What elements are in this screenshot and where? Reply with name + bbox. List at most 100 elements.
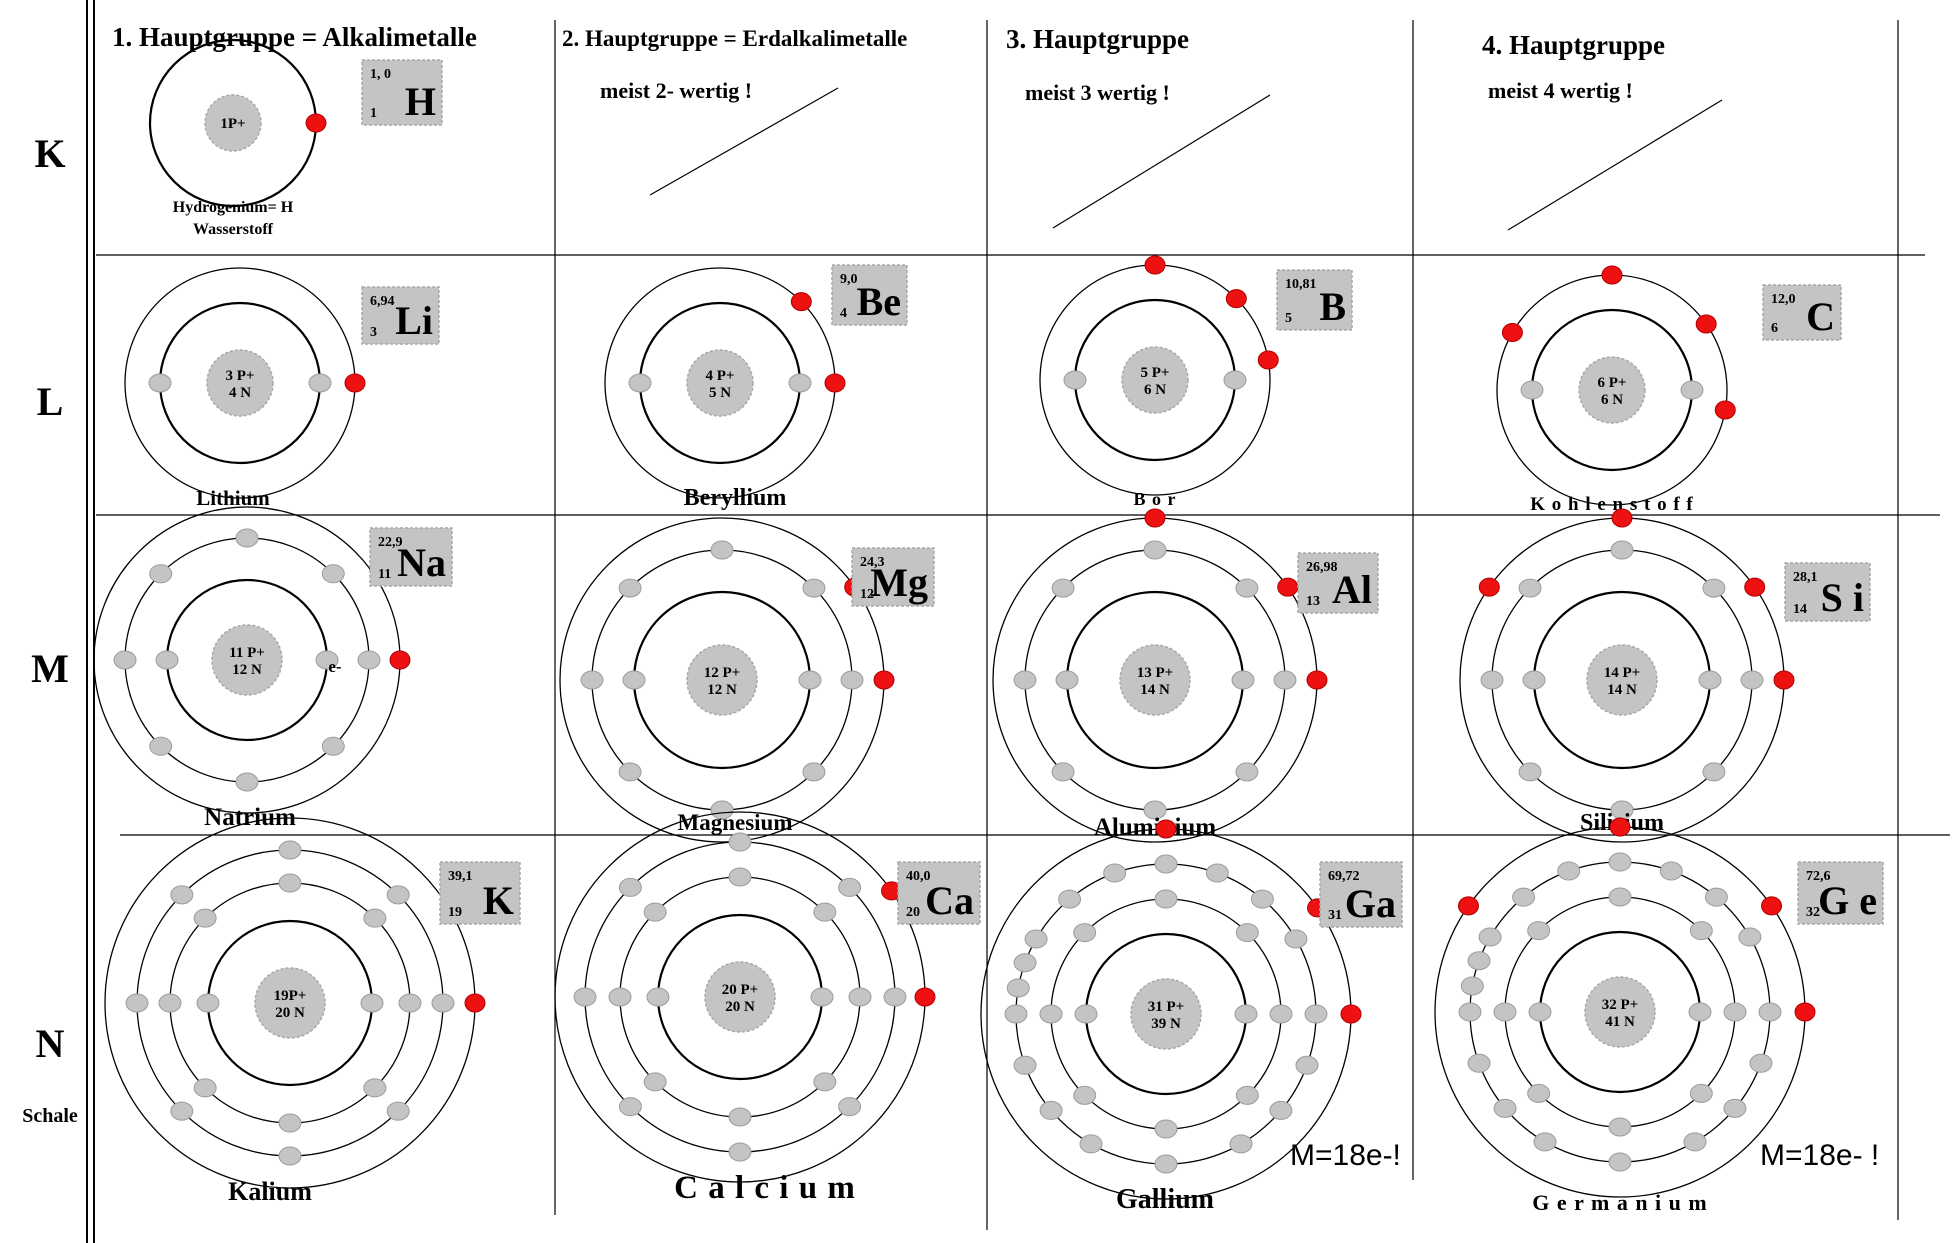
atomic-number: 13 xyxy=(1306,594,1320,609)
inner-electron xyxy=(1055,670,1079,690)
inner-electron xyxy=(1304,1004,1328,1024)
nucleus-neutrons: 39 N xyxy=(1151,1016,1181,1032)
inner-electron xyxy=(618,1097,642,1117)
inner-electron xyxy=(1250,889,1274,909)
inner-electron xyxy=(622,670,646,690)
element-name: K o h l e n s t o f f xyxy=(1530,494,1694,515)
inner-electron xyxy=(308,373,332,393)
inner-electron xyxy=(1522,670,1546,690)
nucleus xyxy=(211,624,283,696)
nucleus-neutrons: 14 N xyxy=(1607,682,1637,698)
valence-electron xyxy=(1601,265,1623,285)
inner-electron xyxy=(193,908,217,928)
inner-electron xyxy=(1235,1085,1259,1105)
nucleus xyxy=(686,349,754,417)
element-symbol: K xyxy=(483,878,514,923)
valence-electron xyxy=(1225,289,1247,309)
inner-electron xyxy=(278,873,302,893)
inner-electron xyxy=(1723,1098,1747,1118)
element-symbol: Ca xyxy=(925,878,974,923)
inner-electron xyxy=(1702,578,1726,598)
nucleus-neutrons: 6 N xyxy=(1144,382,1166,398)
atomic-number: 14 xyxy=(1793,602,1807,617)
valence-electron xyxy=(914,987,936,1007)
inner-electron xyxy=(802,762,826,782)
inner-electron xyxy=(360,993,384,1013)
element-symbol: Al xyxy=(1332,567,1372,612)
atomic-number: 1 xyxy=(370,106,377,121)
atomic-number: 20 xyxy=(906,905,920,920)
inner-electron xyxy=(1063,370,1087,390)
nucleus-protons: 32 P+ xyxy=(1602,997,1638,1013)
inner-electron xyxy=(1103,863,1127,883)
inner-electron xyxy=(728,867,752,887)
atomic-mass: 69,72 xyxy=(1328,869,1360,884)
inner-electron xyxy=(386,885,410,905)
nucleus xyxy=(1130,978,1202,1050)
inner-electron xyxy=(1013,1055,1037,1075)
element-symbol-box xyxy=(361,59,443,126)
atomic-mass: 10,81 xyxy=(1285,277,1317,292)
inner-electron xyxy=(798,670,822,690)
inner-electron xyxy=(1608,1117,1632,1137)
valence-electron xyxy=(1457,896,1479,916)
inner-electron xyxy=(813,902,837,922)
inner-electron xyxy=(1698,670,1722,690)
inner-electron xyxy=(1528,1002,1552,1022)
inner-electron xyxy=(810,987,834,1007)
inner-electron xyxy=(1467,951,1491,971)
inner-electron xyxy=(1073,923,1097,943)
nucleus-neutrons: 12 N xyxy=(232,662,262,678)
inner-electron xyxy=(1520,380,1544,400)
inner-electron xyxy=(363,1078,387,1098)
element-symbol-box xyxy=(1297,552,1379,614)
inner-electron xyxy=(728,1142,752,1162)
valence-electron xyxy=(1501,323,1523,342)
nucleus-neutrons: 14 N xyxy=(1140,682,1170,698)
element-symbol-box xyxy=(361,286,440,345)
inner-electron xyxy=(1235,762,1259,782)
inner-electron xyxy=(363,908,387,928)
inner-electron xyxy=(1004,1004,1028,1024)
inner-electron xyxy=(149,736,173,756)
inner-electron xyxy=(1273,670,1297,690)
element-name: Hydrogenium= H xyxy=(173,199,294,216)
atomic-number: 5 xyxy=(1285,311,1292,326)
atomic-mass: 12,0 xyxy=(1771,292,1796,307)
atomic-mass: 26,98 xyxy=(1306,560,1338,575)
element-symbol-box xyxy=(1319,861,1403,928)
inner-electron xyxy=(196,993,220,1013)
inner-electron xyxy=(1039,1004,1063,1024)
inner-electron xyxy=(628,373,652,393)
inner-electron xyxy=(235,772,259,792)
group-note-2: meist 2- wertig ! xyxy=(600,78,753,103)
nucleus-protons: 4 P+ xyxy=(706,368,735,384)
nucleus xyxy=(1586,644,1658,716)
valence-electron xyxy=(1609,817,1631,837)
shell-label-m: M xyxy=(31,646,69,691)
inner-electron xyxy=(1295,1055,1319,1075)
inner-electron xyxy=(158,993,182,1013)
element-name: C a l c i u m xyxy=(674,1170,856,1206)
atomic-number: 6 xyxy=(1771,321,1778,336)
nucleus xyxy=(254,967,326,1039)
element-symbol-box xyxy=(1762,284,1842,341)
inner-electron xyxy=(1073,1085,1097,1105)
valence-electron xyxy=(1714,400,1736,420)
inner-electron xyxy=(802,578,826,598)
inner-electron xyxy=(1493,1002,1517,1022)
inner-electron xyxy=(1512,887,1536,907)
element-symbol-box xyxy=(851,547,935,607)
element-symbol-box xyxy=(1276,269,1353,331)
inner-electron xyxy=(148,373,172,393)
valence-electron xyxy=(824,373,846,393)
inner-electron xyxy=(618,762,642,782)
valence-electron xyxy=(1773,670,1795,690)
nucleus xyxy=(1121,346,1189,414)
atomic-mass: 39,1 xyxy=(448,869,473,884)
inner-electron xyxy=(1527,1083,1551,1103)
element-name: Gallium xyxy=(1116,1184,1214,1215)
inner-electron xyxy=(321,564,345,584)
inner-electron xyxy=(278,840,302,860)
